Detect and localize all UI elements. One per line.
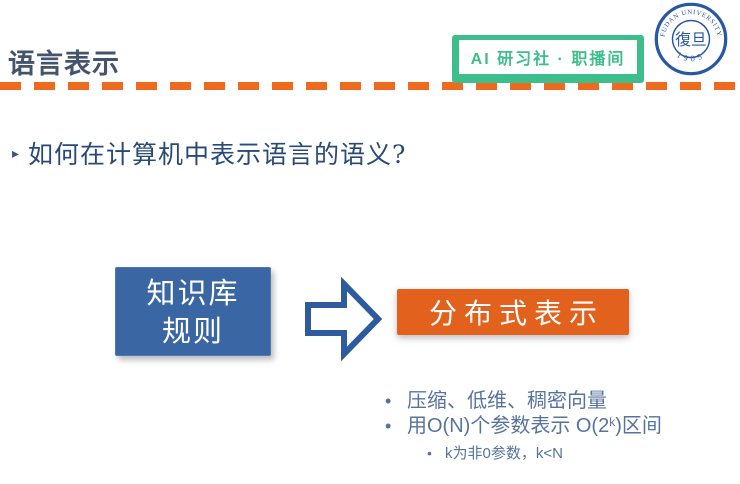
channel-badge-label: AI 研习社 · 职播间 [470,51,626,68]
logo-outer-ring [654,2,728,76]
knowledge-box-line1: 知识库 [146,275,240,310]
note-subitem-1: • k为非0参数，k<N [427,443,730,464]
page-title: 语言表示 [8,49,120,79]
logo-arc-bottom-text: 1905 [675,50,707,63]
note-item-1: • 压缩、低维、稠密向量 [385,389,730,414]
channel-badge-inner: AI 研习社 · 职播间 [459,40,637,74]
distributed-representation-box: 分布式表示 [397,289,629,335]
logo-center-seal-text: 復旦 [675,30,706,49]
bullet-dot-icon: • [385,391,392,411]
note-item-2-prefix: 用O(N)个参数表示 O(2 [407,415,610,437]
bullet-dot-icon: • [427,445,432,461]
notes-list: • 压缩、低维、稠密向量 • 用O(N)个参数表示 O(2k)区间 • k为非0… [385,389,730,464]
triangle-bullet-icon: ▸ [12,144,20,161]
note-item-2-superscript: k [609,415,616,429]
question-text: 如何在计算机中表示语言的语义? [28,140,407,169]
knowledge-box-line2: 规则 [161,313,224,348]
note-item-1-text: 压缩、低维、稠密向量 [407,390,607,412]
note-item-2: • 用O(N)个参数表示 O(2k)区间 [385,414,730,441]
block-arrow-right-path [305,276,383,362]
bullet-dot-icon: • [385,416,392,436]
dashed-divider [0,82,740,90]
note-item-2-text: 用O(N)个参数表示 O(2k)区间 [407,414,662,441]
distributed-box-label: 分布式表示 [428,297,604,330]
fudan-university-logo-icon: FUDAN UNIVERSITY 1905 復旦 [654,2,728,76]
question-line: ▸ 如何在计算机中表示语言的语义? [12,135,406,171]
note-item-2-suffix: )区间 [615,415,662,437]
note-subitem-1-text: k为非0参数，k<N [445,445,563,462]
knowledge-rules-box: 知识库 规则 [115,267,271,356]
logo-inner-ring [671,19,711,59]
block-arrow-right-icon [305,276,383,362]
channel-badge: AI 研习社 · 职播间 [452,35,644,83]
